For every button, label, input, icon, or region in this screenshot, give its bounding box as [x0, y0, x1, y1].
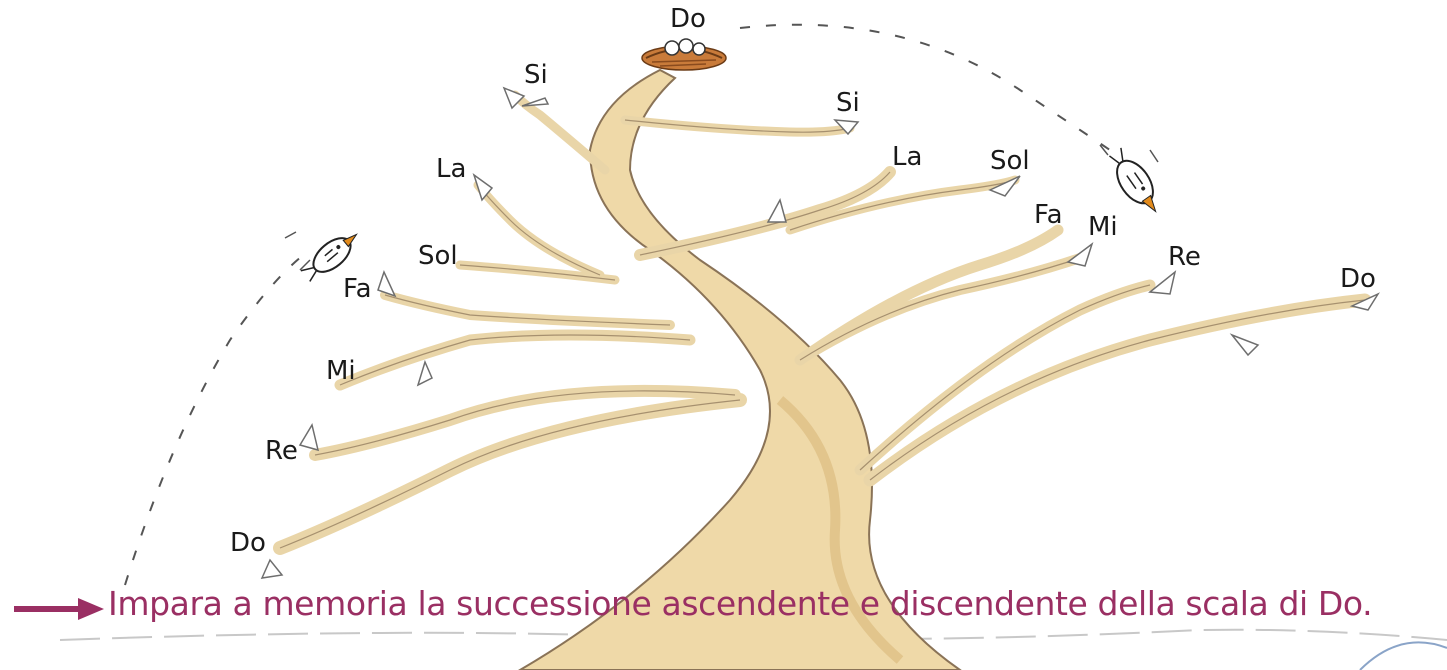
branch-mi-right	[795, 253, 1085, 365]
instruction-text: Impara a memoria la successione ascenden…	[108, 584, 1373, 623]
note-desc-re: Re	[1168, 242, 1201, 272]
note-desc-mi: Mi	[1088, 212, 1118, 242]
branch-do-right	[863, 293, 1372, 487]
dashed-path-descending	[739, 23, 1111, 151]
leaf-icon	[521, 97, 550, 107]
leaf-icon	[260, 558, 284, 579]
note-asc-re: Re	[265, 436, 298, 466]
note-desc-si: Si	[836, 88, 860, 118]
note-asc-si: Si	[524, 60, 548, 90]
dashed-path-ascending	[124, 249, 311, 586]
note-desc-do: Do	[1340, 264, 1376, 294]
leaf-icon	[416, 359, 433, 387]
bird-motion-lines	[1099, 144, 1159, 163]
branch-fa-left	[380, 290, 675, 330]
note-asc-sol: Sol	[418, 241, 458, 271]
trunk-shade	[776, 396, 904, 664]
leaves	[260, 86, 1380, 579]
bird-icon	[1108, 147, 1157, 213]
leaf-icon	[1229, 333, 1260, 357]
branch-si-right	[620, 115, 855, 137]
bird-icon	[300, 233, 358, 282]
leaf-icon	[766, 198, 787, 223]
note-desc-sol: Sol	[990, 146, 1030, 176]
leaf-icon	[833, 119, 860, 136]
leaf-icon	[1148, 270, 1177, 295]
leaf-icon	[502, 86, 526, 110]
branch-fa-right	[794, 224, 1064, 366]
note-desc-la: La	[892, 142, 923, 172]
leaf-icon	[472, 173, 494, 202]
note-asc-mi: Mi	[326, 356, 356, 386]
branch-si-left	[510, 90, 610, 175]
bird-motion-lines	[284, 231, 311, 271]
branches-left-outline	[279, 184, 741, 549]
leaf-icon	[1349, 292, 1380, 311]
note-asc-fa: Fa	[343, 274, 372, 304]
branches-left	[273, 90, 747, 555]
note-desc-fa: Fa	[1034, 200, 1063, 230]
branch-mi-left	[334, 329, 696, 391]
leaf-icon	[1066, 241, 1094, 267]
branches-right-outline	[624, 119, 1366, 481]
branch-la-left	[473, 180, 605, 280]
arrow-icon	[14, 598, 104, 620]
note-asc-do: Do	[230, 528, 266, 558]
swirl-decoration	[1359, 641, 1447, 670]
note-top-do: Do	[670, 4, 706, 34]
trunk	[518, 68, 962, 670]
leaf-icon	[988, 175, 1021, 197]
note-asc-la: La	[436, 154, 467, 184]
branch-do-left	[273, 393, 747, 555]
leaf-icon	[377, 269, 397, 298]
nest-icon	[641, 38, 727, 71]
leaf-icon	[298, 423, 320, 452]
